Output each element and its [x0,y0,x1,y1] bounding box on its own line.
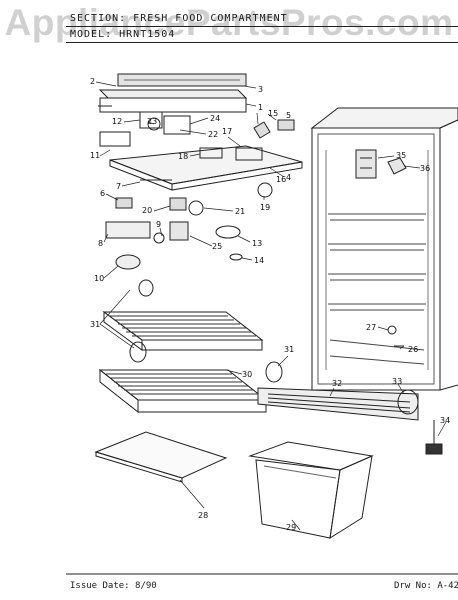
callout-30: 30 [242,370,252,379]
callout-34: 34 [440,416,450,425]
callout-19: 19 [260,203,270,212]
callout-2: 2 [90,77,95,86]
callout-labels: 1 2 3 4 5 6 7 8 9 10 11 12 13 14 15 16 1… [90,77,450,532]
callout-14: 14 [254,256,264,265]
watermark: AppliancePartsPros.com [4,2,454,43]
callout-22: 22 [208,130,218,139]
model-number: MODEL: HRNT1504 [70,29,176,40]
issue-date: Issue Date: 8/90 [70,581,157,591]
callout-17: 17 [222,127,232,136]
callout-31-left: 31 [90,320,100,329]
callout-31-right: 31 [284,345,294,354]
callout-9: 9 [156,220,161,229]
callout-35: 35 [396,151,406,160]
drawing-number: Drw No: A-42 [394,581,458,591]
bottom-grille [257,387,419,421]
callout-1: 1 [258,103,263,112]
callout-15: 15 [268,109,278,118]
callout-13: 13 [252,239,262,248]
control-rail [98,73,248,113]
callout-6: 6 [100,189,105,198]
callout-10: 10 [94,274,104,283]
callout-28: 28 [198,511,208,520]
callout-5: 5 [286,111,291,120]
glass-shelf [94,431,228,483]
callout-8: 8 [98,239,103,248]
callout-18: 18 [178,152,188,161]
callout-21: 21 [235,207,245,216]
callout-36: 36 [420,164,430,173]
callout-12: 12 [112,117,122,126]
callout-7: 7 [116,182,121,191]
control-panel [99,111,303,198]
callout-20: 20 [142,206,152,215]
callout-33: 33 [392,377,402,386]
crisper-drawer [248,441,374,539]
callout-27: 27 [366,323,376,332]
callout-24: 24 [210,114,220,123]
wire-shelves [98,279,283,414]
callout-3: 3 [258,85,263,94]
light-assembly [105,179,243,270]
callout-11: 11 [90,151,100,160]
callout-25: 25 [212,242,222,251]
callout-23: 23 [147,117,157,126]
callout-4: 4 [286,173,291,182]
callout-29: 29 [286,523,296,532]
refrigerator-cabinet [310,107,458,391]
callout-32: 32 [332,379,342,388]
callout-26: 26 [408,345,418,354]
callout-16: 16 [276,175,286,184]
leader-lines [95,81,447,531]
section-title: SECTION: FRESH FOOD COMPARTMENT [70,13,288,24]
header-divider-lower [66,42,458,43]
header-divider [66,26,458,27]
